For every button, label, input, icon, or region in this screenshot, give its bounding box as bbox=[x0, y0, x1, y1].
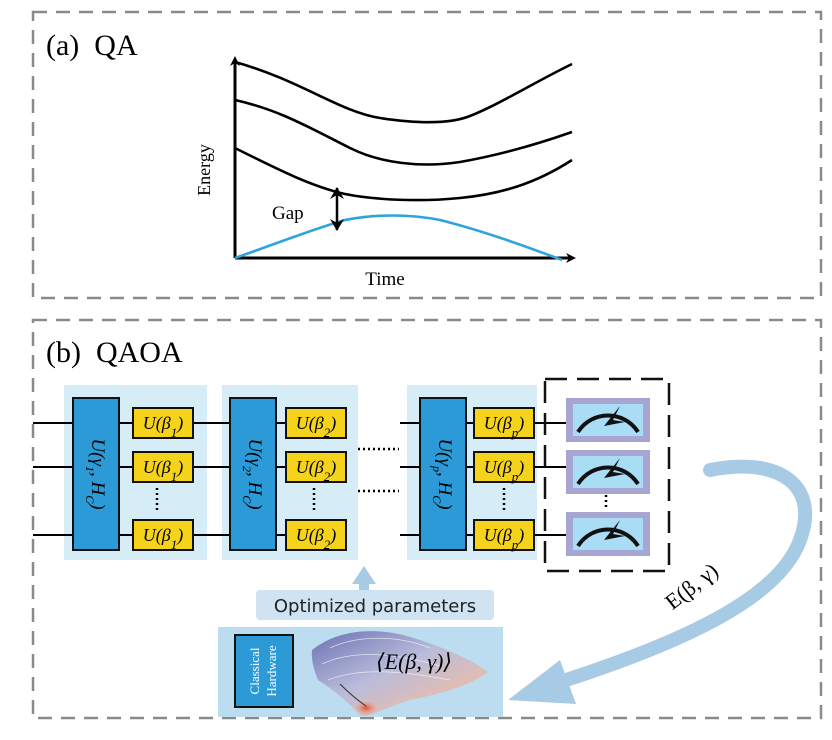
energy-axis-label: Energy bbox=[194, 144, 214, 196]
panel-b-label: (b) QAOA bbox=[46, 336, 183, 369]
problem-unitary-label: U(γp, HC) bbox=[430, 438, 454, 509]
feedback-arrowhead bbox=[508, 660, 576, 704]
optimized-parameters-arrow bbox=[352, 566, 376, 594]
mixer-unitary-label: U(βp) bbox=[484, 525, 524, 552]
measurement-meter-icon bbox=[566, 450, 650, 494]
mixer-unitary-gate: U(β2) bbox=[285, 519, 347, 552]
mixer-unitary-gate: U(β2) bbox=[285, 407, 347, 440]
problem-unitary-gate: U(γ1, HC) bbox=[72, 397, 120, 551]
mixer-unitary-label: U(β1) bbox=[143, 525, 183, 552]
mixer-unitary-label: U(βp) bbox=[484, 413, 524, 440]
mixer-unitary-gate: U(βp) bbox=[473, 519, 535, 552]
mixer-unitary-label: U(β2) bbox=[296, 457, 336, 484]
gap-arrowhead-bottom bbox=[330, 219, 344, 231]
mixer-unitary-gate: U(β1) bbox=[132, 519, 194, 552]
gap-label: Gap bbox=[272, 203, 304, 224]
classical-hardware-label-1: Classical bbox=[247, 647, 262, 694]
optimized-parameters-label: Optimized parameters bbox=[274, 596, 476, 617]
panel-a-label: (a) QA bbox=[46, 29, 138, 62]
classical-hardware-label-2: Hardware bbox=[264, 645, 279, 696]
feedback-energy-label: E(β, γ) bbox=[660, 558, 723, 615]
measurement-meter-icon bbox=[566, 398, 650, 442]
panel-b-frame bbox=[31, 318, 823, 720]
mixer-unitary-label: U(β2) bbox=[296, 525, 336, 552]
gap-arrowhead-top bbox=[330, 187, 344, 199]
energy-level-third bbox=[234, 146, 573, 202]
mixer-unitary-gate: U(β2) bbox=[285, 451, 347, 484]
mixer-unitary-label: U(βp) bbox=[484, 457, 524, 484]
measurement-meter-icon bbox=[566, 512, 650, 556]
time-axis-label: Time bbox=[365, 269, 404, 290]
energy-level-top bbox=[234, 60, 573, 124]
problem-unitary-gate: U(γp, HC) bbox=[419, 397, 467, 551]
mixer-unitary-gate: U(β1) bbox=[132, 451, 194, 484]
expectation-value-label: ⟨E(β, γ)⟩ bbox=[376, 649, 452, 674]
wire-ellipsis bbox=[358, 447, 399, 493]
mixer-unitary-label: U(β2) bbox=[296, 413, 336, 440]
feedback-arrow bbox=[553, 459, 812, 689]
mixer-unitary-label: U(β1) bbox=[143, 413, 183, 440]
mixer-unitary-gate: U(βp) bbox=[473, 407, 535, 440]
mixer-unitary-label: U(β1) bbox=[143, 457, 183, 484]
problem-unitary-gate: U(γ2, HC) bbox=[229, 397, 277, 551]
panel-a-frame bbox=[31, 10, 823, 300]
mixer-unitary-gate: U(βp) bbox=[473, 451, 535, 484]
ground-state-curve bbox=[234, 214, 563, 262]
classical-hardware-box bbox=[234, 634, 294, 708]
vertical-ellipsis bbox=[155, 488, 608, 512]
problem-unitary-label: U(γ1, HC) bbox=[83, 438, 107, 509]
mixer-unitary-gate: U(β1) bbox=[132, 407, 194, 440]
problem-unitary-label: U(γ2, HC) bbox=[240, 438, 264, 509]
optimized-parameters-box bbox=[256, 590, 494, 620]
energy-landscape bbox=[311, 631, 488, 717]
energy-level-second bbox=[234, 98, 573, 166]
